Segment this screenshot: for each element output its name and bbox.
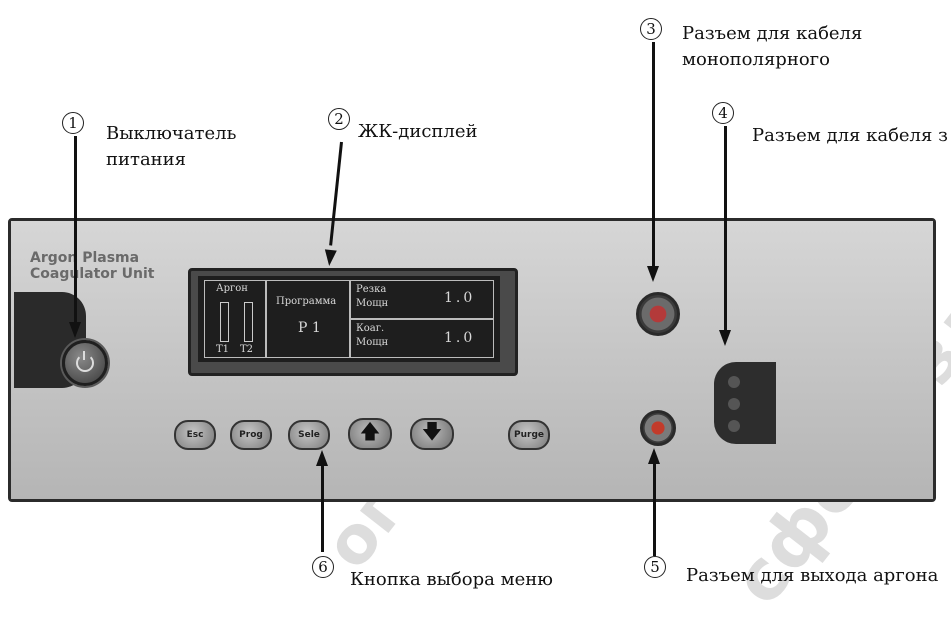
- callout-4-leader-line: [724, 126, 727, 334]
- lcd-program-cell: [266, 280, 350, 358]
- callout-4-label: Разъем для кабеля з: [752, 124, 948, 147]
- callout-6-number: 6: [312, 556, 334, 578]
- lcd-gas-bar-t2: [244, 302, 253, 342]
- esc-button[interactable]: Esc: [174, 420, 216, 450]
- callout-6-label: Кнопка выбора меню: [350, 568, 553, 591]
- grounding-socket-1[interactable]: [728, 376, 740, 388]
- down-arrow-button[interactable]: 🡇: [410, 418, 454, 450]
- arrow-up-icon: 🡅: [360, 417, 381, 451]
- lcd-program-label: Программа: [276, 296, 336, 307]
- argon-outlet-connector[interactable]: [640, 410, 676, 446]
- callout-2-number: 2: [328, 108, 350, 130]
- device-brand: Argon Plasma Coagulator Unit: [30, 250, 155, 282]
- grounding-socket-2[interactable]: [728, 398, 740, 410]
- callout-5-number: 5: [644, 556, 666, 578]
- prog-button[interactable]: Prog: [230, 420, 272, 450]
- lcd-t2-label: T2: [240, 344, 253, 355]
- up-arrow-button[interactable]: 🡅: [348, 418, 392, 450]
- lcd-coag-label-2: Мощн: [356, 337, 388, 348]
- callout-2-arrowhead: [323, 249, 337, 266]
- grounding-socket-3[interactable]: [728, 420, 740, 432]
- brand-line-1: Argon Plasma: [30, 250, 155, 266]
- callout-3-leader-line: [652, 42, 655, 270]
- callout-1-label-line-2: питания: [106, 148, 186, 171]
- lcd-gas-bar-t1: [220, 302, 229, 342]
- callout-4-arrowhead: [719, 330, 731, 346]
- lcd-cut-label-1: Резка: [356, 284, 386, 295]
- brand-line-2: Coagulator Unit: [30, 266, 155, 282]
- lcd-program-value: P 1: [298, 320, 321, 336]
- lcd-cut-label-2: Мощн: [356, 298, 388, 309]
- lcd-argon-label: Аргон: [216, 283, 248, 294]
- callout-3-label-line-1: Разъем для кабеля: [682, 22, 862, 45]
- callout-2-label: ЖК-дисплей: [358, 120, 477, 143]
- purge-button[interactable]: Purge: [508, 420, 550, 450]
- lcd-coag-value: 1.0: [444, 330, 475, 346]
- callout-3-arrowhead: [647, 266, 659, 282]
- power-icon: [76, 354, 94, 372]
- select-button[interactable]: Sele: [288, 420, 330, 450]
- callout-4-number: 4: [712, 102, 734, 124]
- callout-1-number: 1: [62, 112, 84, 134]
- grounding-cable-connector-bay: [714, 362, 776, 444]
- lcd-display: Аргон T1 T2 Программа P 1 Резка Мощн 1.0…: [198, 276, 500, 362]
- callout-5-leader-line: [653, 462, 656, 556]
- callout-1-label-line-1: Выключатель: [106, 122, 236, 145]
- lcd-cut-value: 1.0: [444, 290, 475, 306]
- monopolar-cable-connector[interactable]: [636, 292, 680, 336]
- callout-6-leader-line: [321, 464, 324, 552]
- callout-3-label-line-2: монополярного: [682, 48, 830, 71]
- callout-3-number: 3: [640, 18, 662, 40]
- power-button[interactable]: [62, 340, 108, 386]
- lcd-t1-label: T1: [216, 344, 229, 355]
- lcd-coag-label-1: Коаг.: [356, 323, 384, 334]
- callout-5-label: Разъем для выхода аргона: [686, 564, 938, 587]
- arrow-down-icon: 🡇: [422, 417, 443, 451]
- callout-1-leader-line: [74, 136, 77, 326]
- callout-1-arrowhead: [69, 322, 81, 338]
